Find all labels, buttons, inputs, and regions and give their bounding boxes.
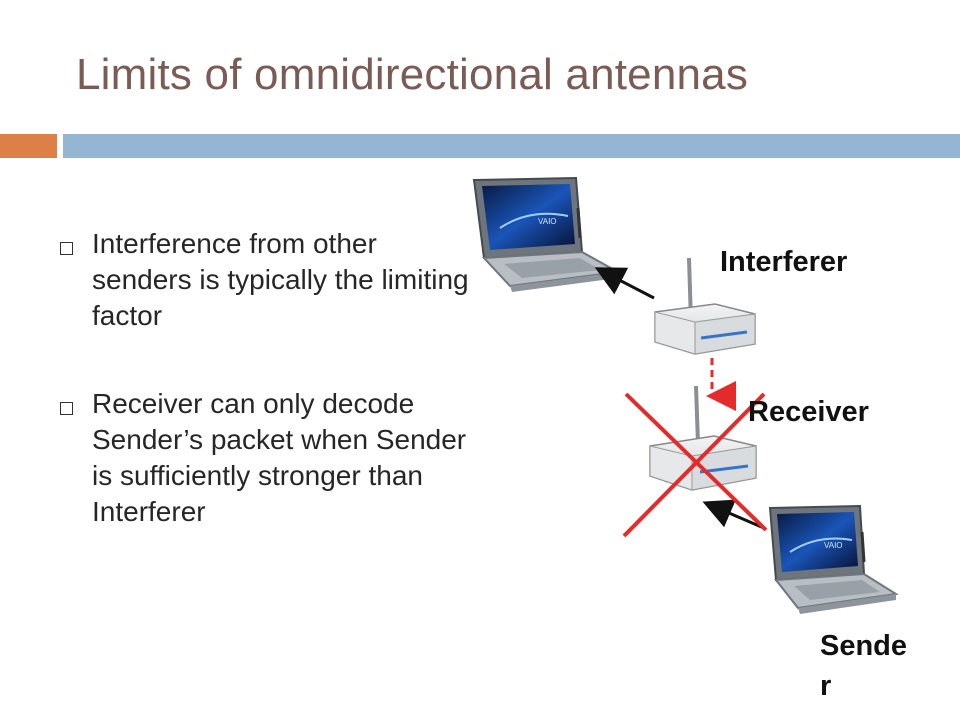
sender-label-line2: r: [820, 670, 832, 702]
slide-title: Limits of omnidirectional antennas: [76, 50, 749, 99]
square-bullet-icon: [60, 402, 73, 415]
receiver-label: Receiver: [748, 396, 869, 428]
square-bullet-icon: [60, 242, 73, 255]
accent-bar-blue: [63, 134, 960, 158]
accent-bar-orange: [0, 134, 57, 158]
router-icon: [649, 385, 757, 491]
red-x-icon: [622, 392, 768, 538]
laptop-icon: VAIO: [768, 504, 899, 614]
bullet-list: Interference from other senders is typic…: [60, 226, 480, 530]
router-icon: [654, 257, 756, 355]
arrow-icon: [594, 267, 655, 300]
laptop-icon: VAIO: [472, 176, 622, 292]
bullet-item: Interference from other senders is typic…: [60, 226, 480, 334]
bullet-text: Interference from other senders is typic…: [92, 228, 469, 331]
bullet-item: Receiver can only decode Sender’s packet…: [60, 386, 480, 530]
laptop-brand: VAIO: [538, 217, 557, 226]
sender-label: Sende r: [820, 626, 950, 706]
arrow-icon: [702, 499, 765, 530]
sender-label-line1: Sende: [820, 630, 908, 662]
laptop-brand: VAIO: [824, 541, 843, 550]
interferer-label: Interferer: [720, 246, 848, 278]
bullet-text: Receiver can only decode Sender’s packet…: [92, 388, 467, 527]
